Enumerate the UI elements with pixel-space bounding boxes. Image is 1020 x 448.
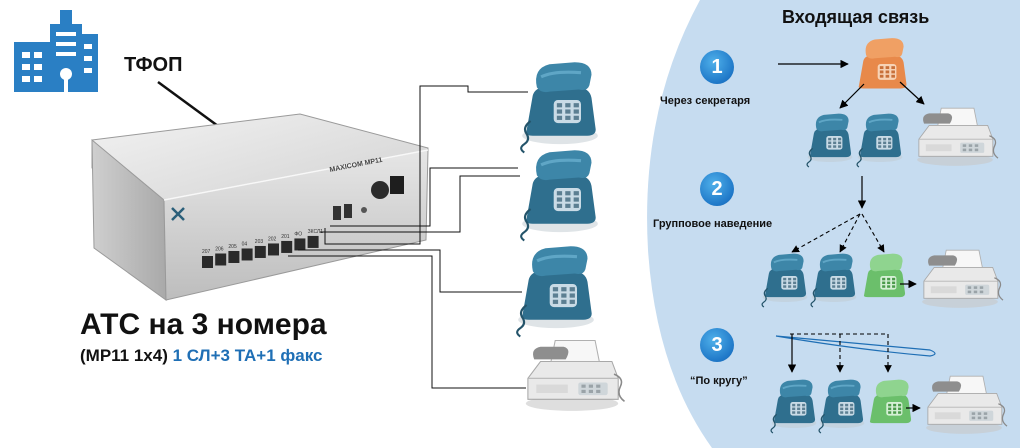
mode3-loop-shape	[775, 335, 936, 357]
mode2-arrow-3	[861, 213, 885, 253]
pbx-port	[228, 250, 240, 263]
pbx-port	[215, 253, 227, 266]
incoming-title: Входящая связь	[782, 7, 930, 27]
mode2-arrow-2	[839, 213, 861, 253]
pbx-title: АТС на 3 номера	[80, 308, 327, 341]
mode2-arrow-1	[791, 213, 861, 253]
incoming-panel	[647, 0, 1020, 448]
pbx-subtitle: (МР11 1х4) 1 СЛ+3 ТА+1 факс	[80, 346, 322, 366]
pbx-port	[281, 240, 293, 253]
phone-2-icon	[519, 148, 600, 243]
pbx-port-label: ФО	[294, 231, 302, 237]
mode-2-badge: 2	[700, 172, 734, 206]
pbx-port-label: 201	[281, 234, 290, 240]
mode-3-badge: 3	[700, 328, 734, 362]
pbx-port	[241, 248, 253, 261]
pbx-port-label: 206	[215, 246, 224, 252]
pbx-port	[294, 238, 306, 251]
mode1-arrow-left	[839, 83, 865, 109]
pbx-model: (МР11 1х4)	[80, 346, 168, 365]
power-socket-icon	[390, 176, 404, 194]
pbx-port	[268, 243, 279, 256]
pbx-logo-icon	[171, 207, 185, 221]
pbx-port	[254, 245, 266, 258]
pbx-port-label: 202	[268, 236, 277, 242]
pbx-port	[202, 256, 213, 268]
pbx-port-label: ЗКСЛ1	[308, 229, 324, 235]
pbx-port-label: 04	[242, 241, 248, 247]
pbx-port	[307, 235, 319, 248]
mode-1-label: Через секретаря	[660, 95, 751, 107]
phone-3-icon	[515, 244, 596, 339]
mode1-arrow-right	[899, 81, 925, 105]
mode-2-label: Групповое наведение	[653, 218, 773, 230]
pstn-trunk-line	[157, 80, 219, 128]
pbx-port-label: 203	[255, 239, 264, 245]
building-icon	[14, 10, 98, 92]
pbx-config: 1 СЛ+3 ТА+1 факс	[172, 346, 323, 365]
phone-1-icon	[519, 60, 600, 155]
pbx-port-label: 207	[202, 249, 211, 255]
pstn-label: ТФОП	[124, 54, 183, 76]
fax-icon	[525, 339, 626, 412]
pbx-port-label: 205	[228, 244, 237, 250]
pbx-port-row: 207 206 205 04 203 202 201 ФО ЗКСЛ1	[202, 229, 323, 268]
power-switch-icon	[371, 181, 389, 199]
wires	[288, 85, 528, 389]
mode-3-label: “По кругу”	[690, 375, 748, 387]
mode-1-badge: 1	[700, 50, 734, 84]
